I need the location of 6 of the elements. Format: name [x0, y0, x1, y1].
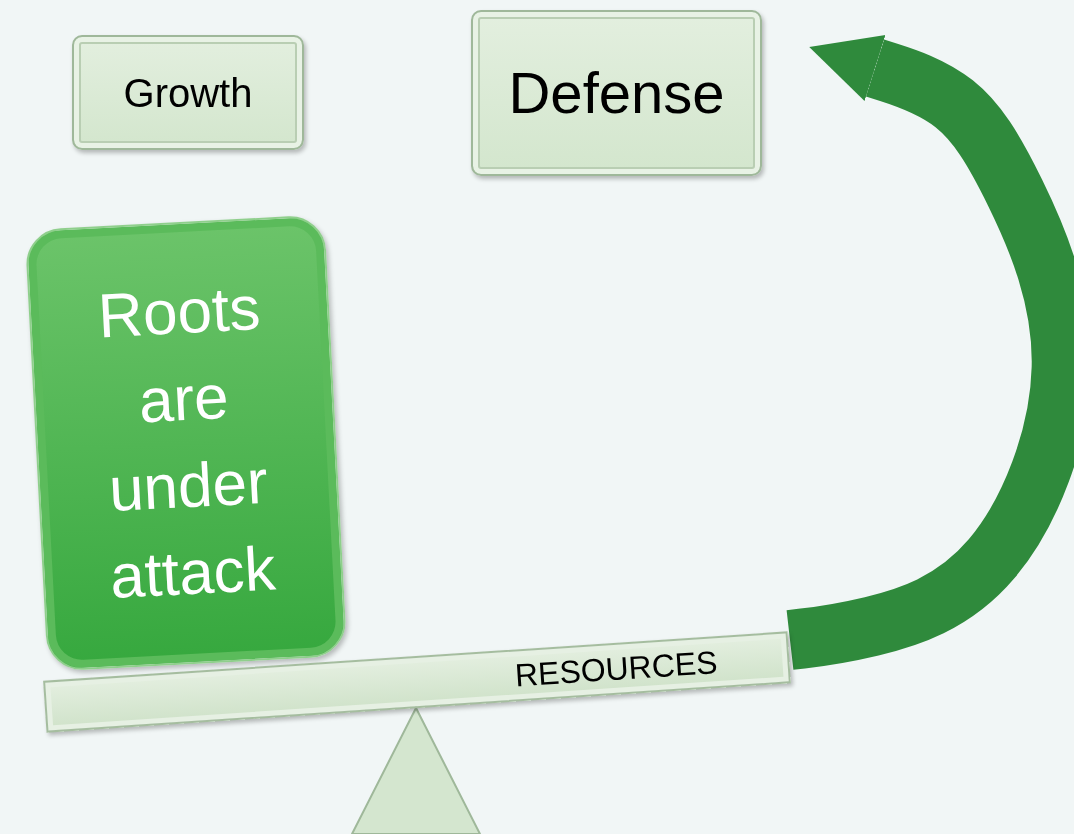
node-label: Roots are under attack	[95, 272, 279, 613]
growth-box	[72, 35, 304, 150]
node-label: Defense	[508, 59, 725, 127]
node-label: Growth	[123, 69, 253, 116]
node-label: RESOURCES	[513, 643, 719, 694]
defense-box	[471, 10, 762, 176]
